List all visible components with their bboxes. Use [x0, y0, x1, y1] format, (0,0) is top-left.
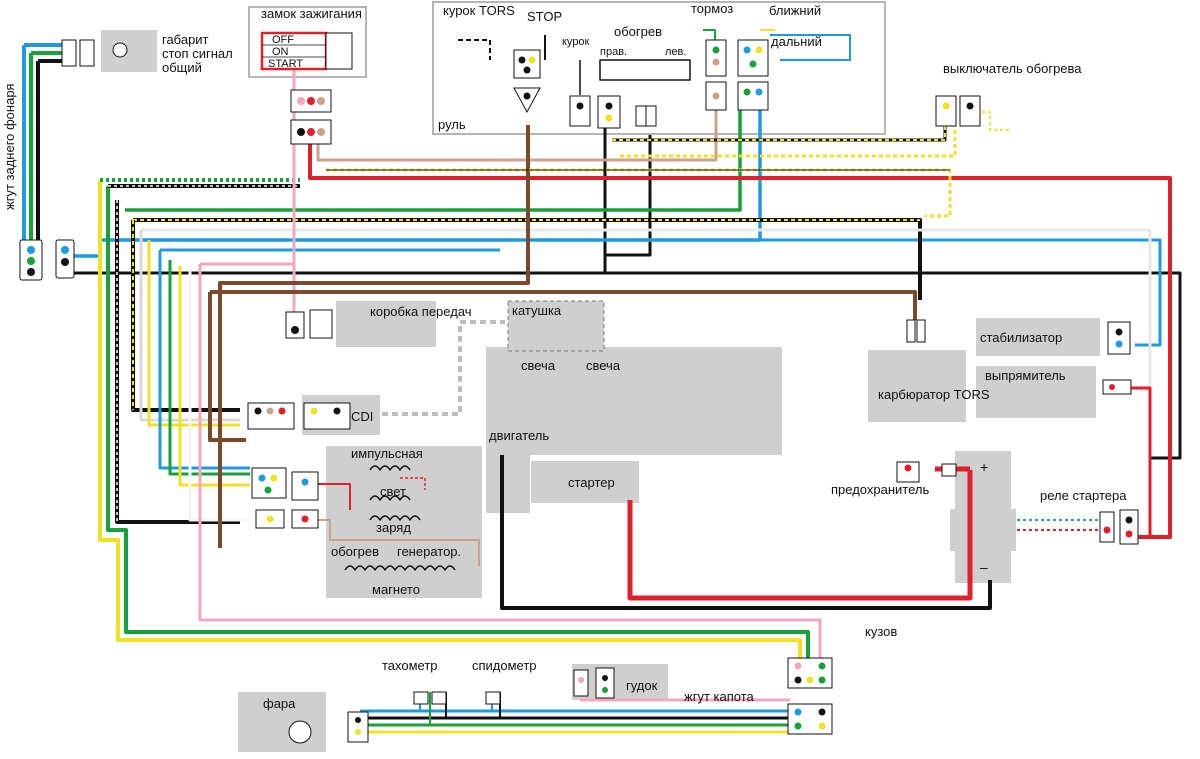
label-common: общий	[162, 60, 202, 75]
label-hood-harness: жгут капота	[684, 689, 754, 704]
engine-box-side	[486, 447, 530, 513]
label-charge: заряд	[376, 520, 411, 535]
label-left: лев.	[665, 46, 686, 58]
stabilizer-connector	[1107, 321, 1131, 355]
wire-main-ground	[70, 271, 1182, 460]
wire-yellow-outer	[98, 180, 802, 660]
label-fuse: предохранитель	[831, 482, 929, 497]
wire-red-starter	[627, 470, 973, 601]
relay-box	[950, 509, 1016, 551]
gearbox-connector	[285, 309, 333, 339]
label-rectifier: выпрямитель	[985, 368, 1066, 383]
label-brake: тормоз	[691, 1, 733, 16]
wire-engine-ground	[500, 455, 992, 610]
label-stop: STOP	[527, 9, 562, 24]
tail-connector	[61, 39, 95, 67]
starter-box	[531, 461, 639, 503]
label-trigger-tors: курок TORS	[443, 3, 515, 18]
label-stabilizer: стабилизатор	[980, 330, 1062, 345]
tail-lamp-box	[101, 30, 157, 72]
label-body-ground: кузов	[865, 624, 897, 639]
coil-box	[507, 300, 605, 352]
label-spark-1: свеча	[521, 358, 556, 373]
label-pulse: импульсная	[351, 446, 423, 461]
labels: замок зажигания OFF ON START габарит сто…	[2, 1, 1127, 711]
magneto-box	[326, 446, 482, 598]
label-right: прав.	[600, 46, 627, 58]
label-starter: стартер	[568, 475, 615, 490]
label-magneto: магнето	[372, 582, 420, 597]
connectors	[19, 31, 1139, 744]
label-horn: гудок	[626, 678, 658, 693]
label-cdi: CDI	[351, 409, 373, 424]
label-engine: двигатель	[489, 428, 549, 443]
rear-connector	[19, 239, 75, 281]
rectifier-box	[976, 366, 1096, 418]
label-ign-on: ON	[272, 46, 289, 58]
label-light: свет	[380, 484, 406, 499]
label-trigger: курок	[562, 36, 590, 48]
rectifier-connector	[1102, 379, 1132, 395]
wire-cdi-coil	[382, 320, 505, 416]
label-starter-relay: реле стартера	[1040, 488, 1127, 503]
label-stop-signal: стоп сигнал	[162, 46, 233, 61]
label-tail-lamp: габарит	[162, 32, 209, 47]
magneto-connectors	[251, 467, 319, 529]
label-gearbox: коробка передач	[370, 304, 472, 319]
label-plus: +	[980, 459, 988, 475]
headlight-bulb	[288, 720, 312, 744]
hood-connector	[347, 703, 833, 743]
ignition-connector	[290, 89, 332, 145]
label-tail-harness: жгут заднего фонаря	[2, 84, 17, 210]
label-spark-2: свеча	[586, 358, 621, 373]
label-heating-2: обогрев	[331, 544, 379, 559]
tail-lamp-bulb	[112, 42, 128, 58]
stabilizer-box	[976, 318, 1100, 356]
body-connector	[787, 657, 833, 689]
headlight-box	[238, 692, 326, 752]
carb-box	[868, 350, 966, 422]
heat-switch-connector	[935, 95, 981, 127]
carb-connector	[906, 319, 926, 343]
label-tachometer: тахометр	[382, 658, 438, 673]
label-heating: обогрев	[614, 24, 662, 39]
label-speedometer: спидометр	[472, 658, 537, 673]
gauge-connectors	[413, 691, 501, 705]
horn-connector	[573, 667, 615, 699]
label-ign-start: START	[268, 58, 303, 70]
label-headlight: фара	[263, 696, 296, 711]
label-heat-switch: выключатель обогрева	[943, 61, 1082, 76]
ignition-frame	[248, 6, 367, 78]
ignition-switch	[260, 31, 353, 71]
relay-plus-box	[955, 451, 1011, 509]
fuse-connector	[896, 461, 957, 483]
label-low-beam: ближний	[769, 3, 821, 18]
relay-minus-box	[955, 551, 1011, 583]
label-minus: –	[980, 559, 988, 575]
engine-box	[486, 347, 782, 455]
handlebar-connectors	[513, 39, 769, 129]
label-carb: карбюратор TORS	[878, 387, 990, 402]
label-ignition: замок зажигания	[261, 6, 362, 21]
cdi-connector	[247, 402, 351, 430]
label-ign-off: OFF	[272, 34, 294, 46]
label-high-beam: дальний	[771, 34, 822, 49]
label-handlebar: руль	[438, 117, 466, 132]
handlebar-frame	[432, 1, 886, 135]
label-coil: катушка	[512, 303, 562, 318]
gearbox-box	[336, 301, 436, 347]
wire-brown	[218, 125, 530, 548]
label-generator: генератор.	[397, 544, 461, 559]
wires	[22, 29, 1182, 734]
wire-red-main	[308, 140, 1172, 539]
relay-connectors	[1099, 509, 1139, 545]
